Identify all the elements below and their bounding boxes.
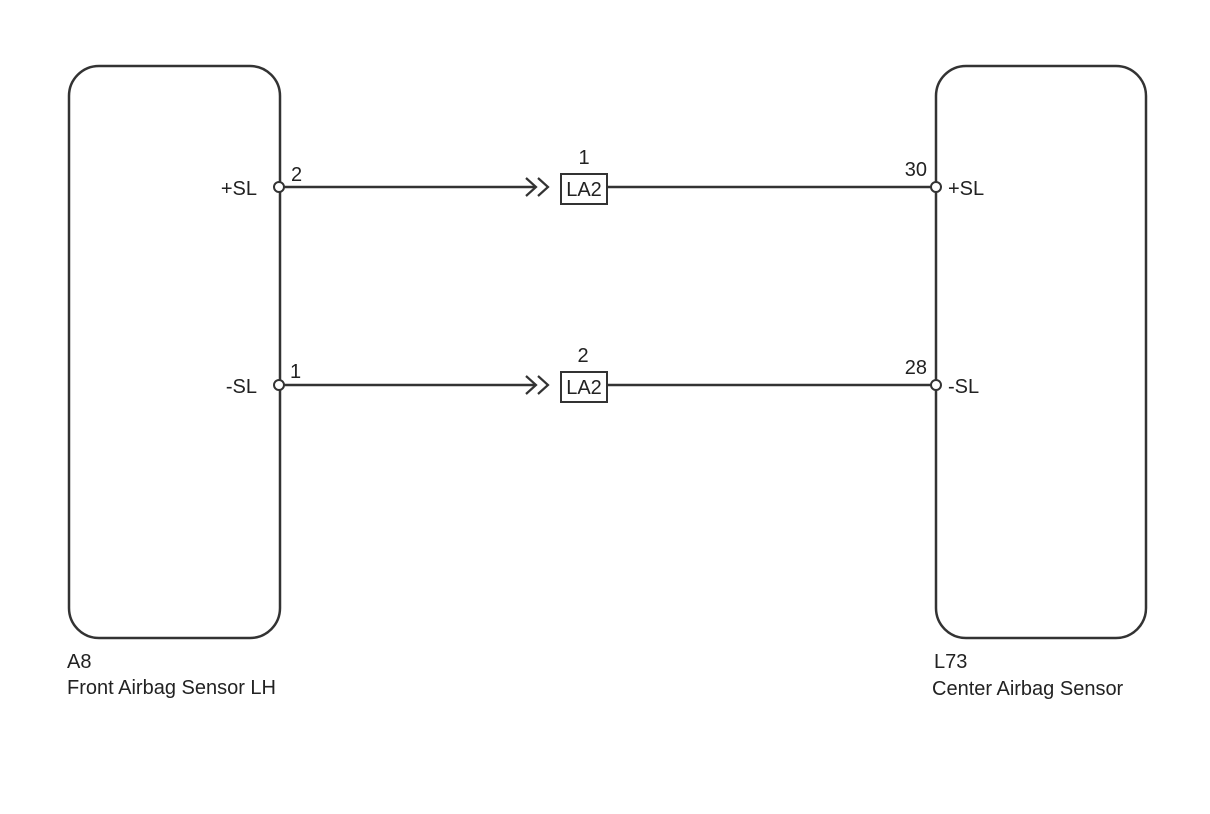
terminal-l73-pin28 xyxy=(930,379,942,391)
a8-component-code: A8 xyxy=(67,651,91,673)
a8-pin-signal-plus-sl: +SL xyxy=(221,178,257,200)
connector-la2-box xyxy=(560,173,608,205)
front-airbag-sensor-lh-block xyxy=(67,64,282,640)
l73-pin-signal-minus-sl: -SL xyxy=(948,376,979,398)
wire-minus-sl xyxy=(273,371,942,403)
l73-component-code: L73 xyxy=(934,651,967,673)
connector-la2-box xyxy=(560,371,608,403)
l73-component-name: Center Airbag Sensor xyxy=(932,678,1124,700)
a8-pin-number-1: 1 xyxy=(290,361,301,383)
wire-plus-sl xyxy=(273,173,942,205)
inline-connector-arrow xyxy=(525,375,538,395)
center-airbag-sensor-block xyxy=(934,64,1148,640)
l73-pin-number-30: 30 xyxy=(905,159,927,181)
a8-component-name: Front Airbag Sensor LH xyxy=(67,677,276,699)
terminal-a8-pin2 xyxy=(273,181,285,193)
a8-pin-signal-minus-sl: -SL xyxy=(226,376,257,398)
connector-la2-pin-number: 2 xyxy=(577,345,588,367)
connector-la2-code: LA2 xyxy=(566,179,602,201)
l73-pin-signal-plus-sl: +SL xyxy=(948,178,984,200)
terminal-a8-pin1 xyxy=(273,379,285,391)
terminal-l73-pin30 xyxy=(930,181,942,193)
inline-connector-arrow xyxy=(525,177,538,197)
a8-pin-number-2: 2 xyxy=(291,164,302,186)
l73-pin-number-28: 28 xyxy=(905,357,927,379)
connector-la2-code: LA2 xyxy=(566,377,602,399)
connector-la2-pin-number: 1 xyxy=(578,147,589,169)
inline-connector-arrow xyxy=(537,177,550,197)
inline-connector-arrow xyxy=(537,375,550,395)
